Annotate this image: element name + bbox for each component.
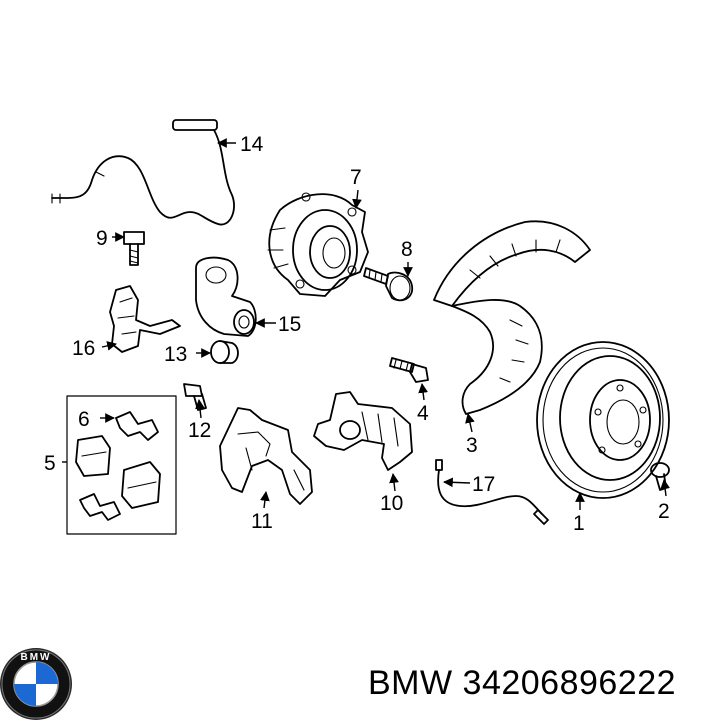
part-1-brake-disc: [536, 341, 670, 499]
part-13-bushing: [210, 340, 239, 364]
callout-16: 16: [72, 337, 95, 360]
callout-10: 10: [380, 492, 403, 515]
part-15-bracket: [195, 256, 257, 337]
callout-9: 9: [96, 227, 108, 250]
callout-7: 7: [350, 166, 362, 189]
callout-leaders: [62, 138, 670, 510]
part-12-guide-bolt: [183, 383, 207, 411]
part-4-bolt: [389, 357, 429, 383]
callout-1: 1: [573, 512, 585, 535]
callout-13: 13: [164, 343, 187, 366]
callout-12: 12: [188, 419, 211, 442]
part-14-wheel-speed-sensor: [51, 119, 235, 226]
part-2-screw: [650, 462, 670, 491]
callout-14: 14: [240, 133, 264, 156]
part-16-sensor-bracket: [109, 285, 181, 353]
callout-15: 15: [278, 313, 301, 336]
part-5-brake-pad-kit: [66, 395, 177, 535]
bmw-logo: BMW: [0, 648, 72, 720]
bmw-logo-text: BMW: [21, 652, 52, 663]
callout-labels: 1 2 3 4 5 6 7 8 9 10 11 12 13 14 15 16 1…: [44, 133, 670, 535]
callout-3: 3: [466, 434, 478, 457]
part-8-hub-bolt: [363, 267, 414, 302]
part-7-wheel-hub: [267, 192, 369, 297]
callout-4: 4: [417, 402, 429, 425]
part-10-brake-caliper: [313, 391, 413, 471]
callout-6: 6: [78, 408, 90, 431]
part-17-brake-hose: [435, 459, 549, 525]
part-11-caliper-bracket: [219, 407, 313, 505]
part-6-pad-clips: [79, 411, 159, 521]
callout-11: 11: [251, 510, 273, 533]
part-number: BMW 34206896222: [368, 664, 677, 702]
callout-5: 5: [44, 452, 56, 475]
callout-17: 17: [472, 473, 495, 496]
part-9-bolt: [123, 231, 145, 266]
part-3-splash-shield: [433, 220, 591, 415]
callout-2: 2: [658, 500, 670, 523]
callout-8: 8: [401, 238, 413, 261]
